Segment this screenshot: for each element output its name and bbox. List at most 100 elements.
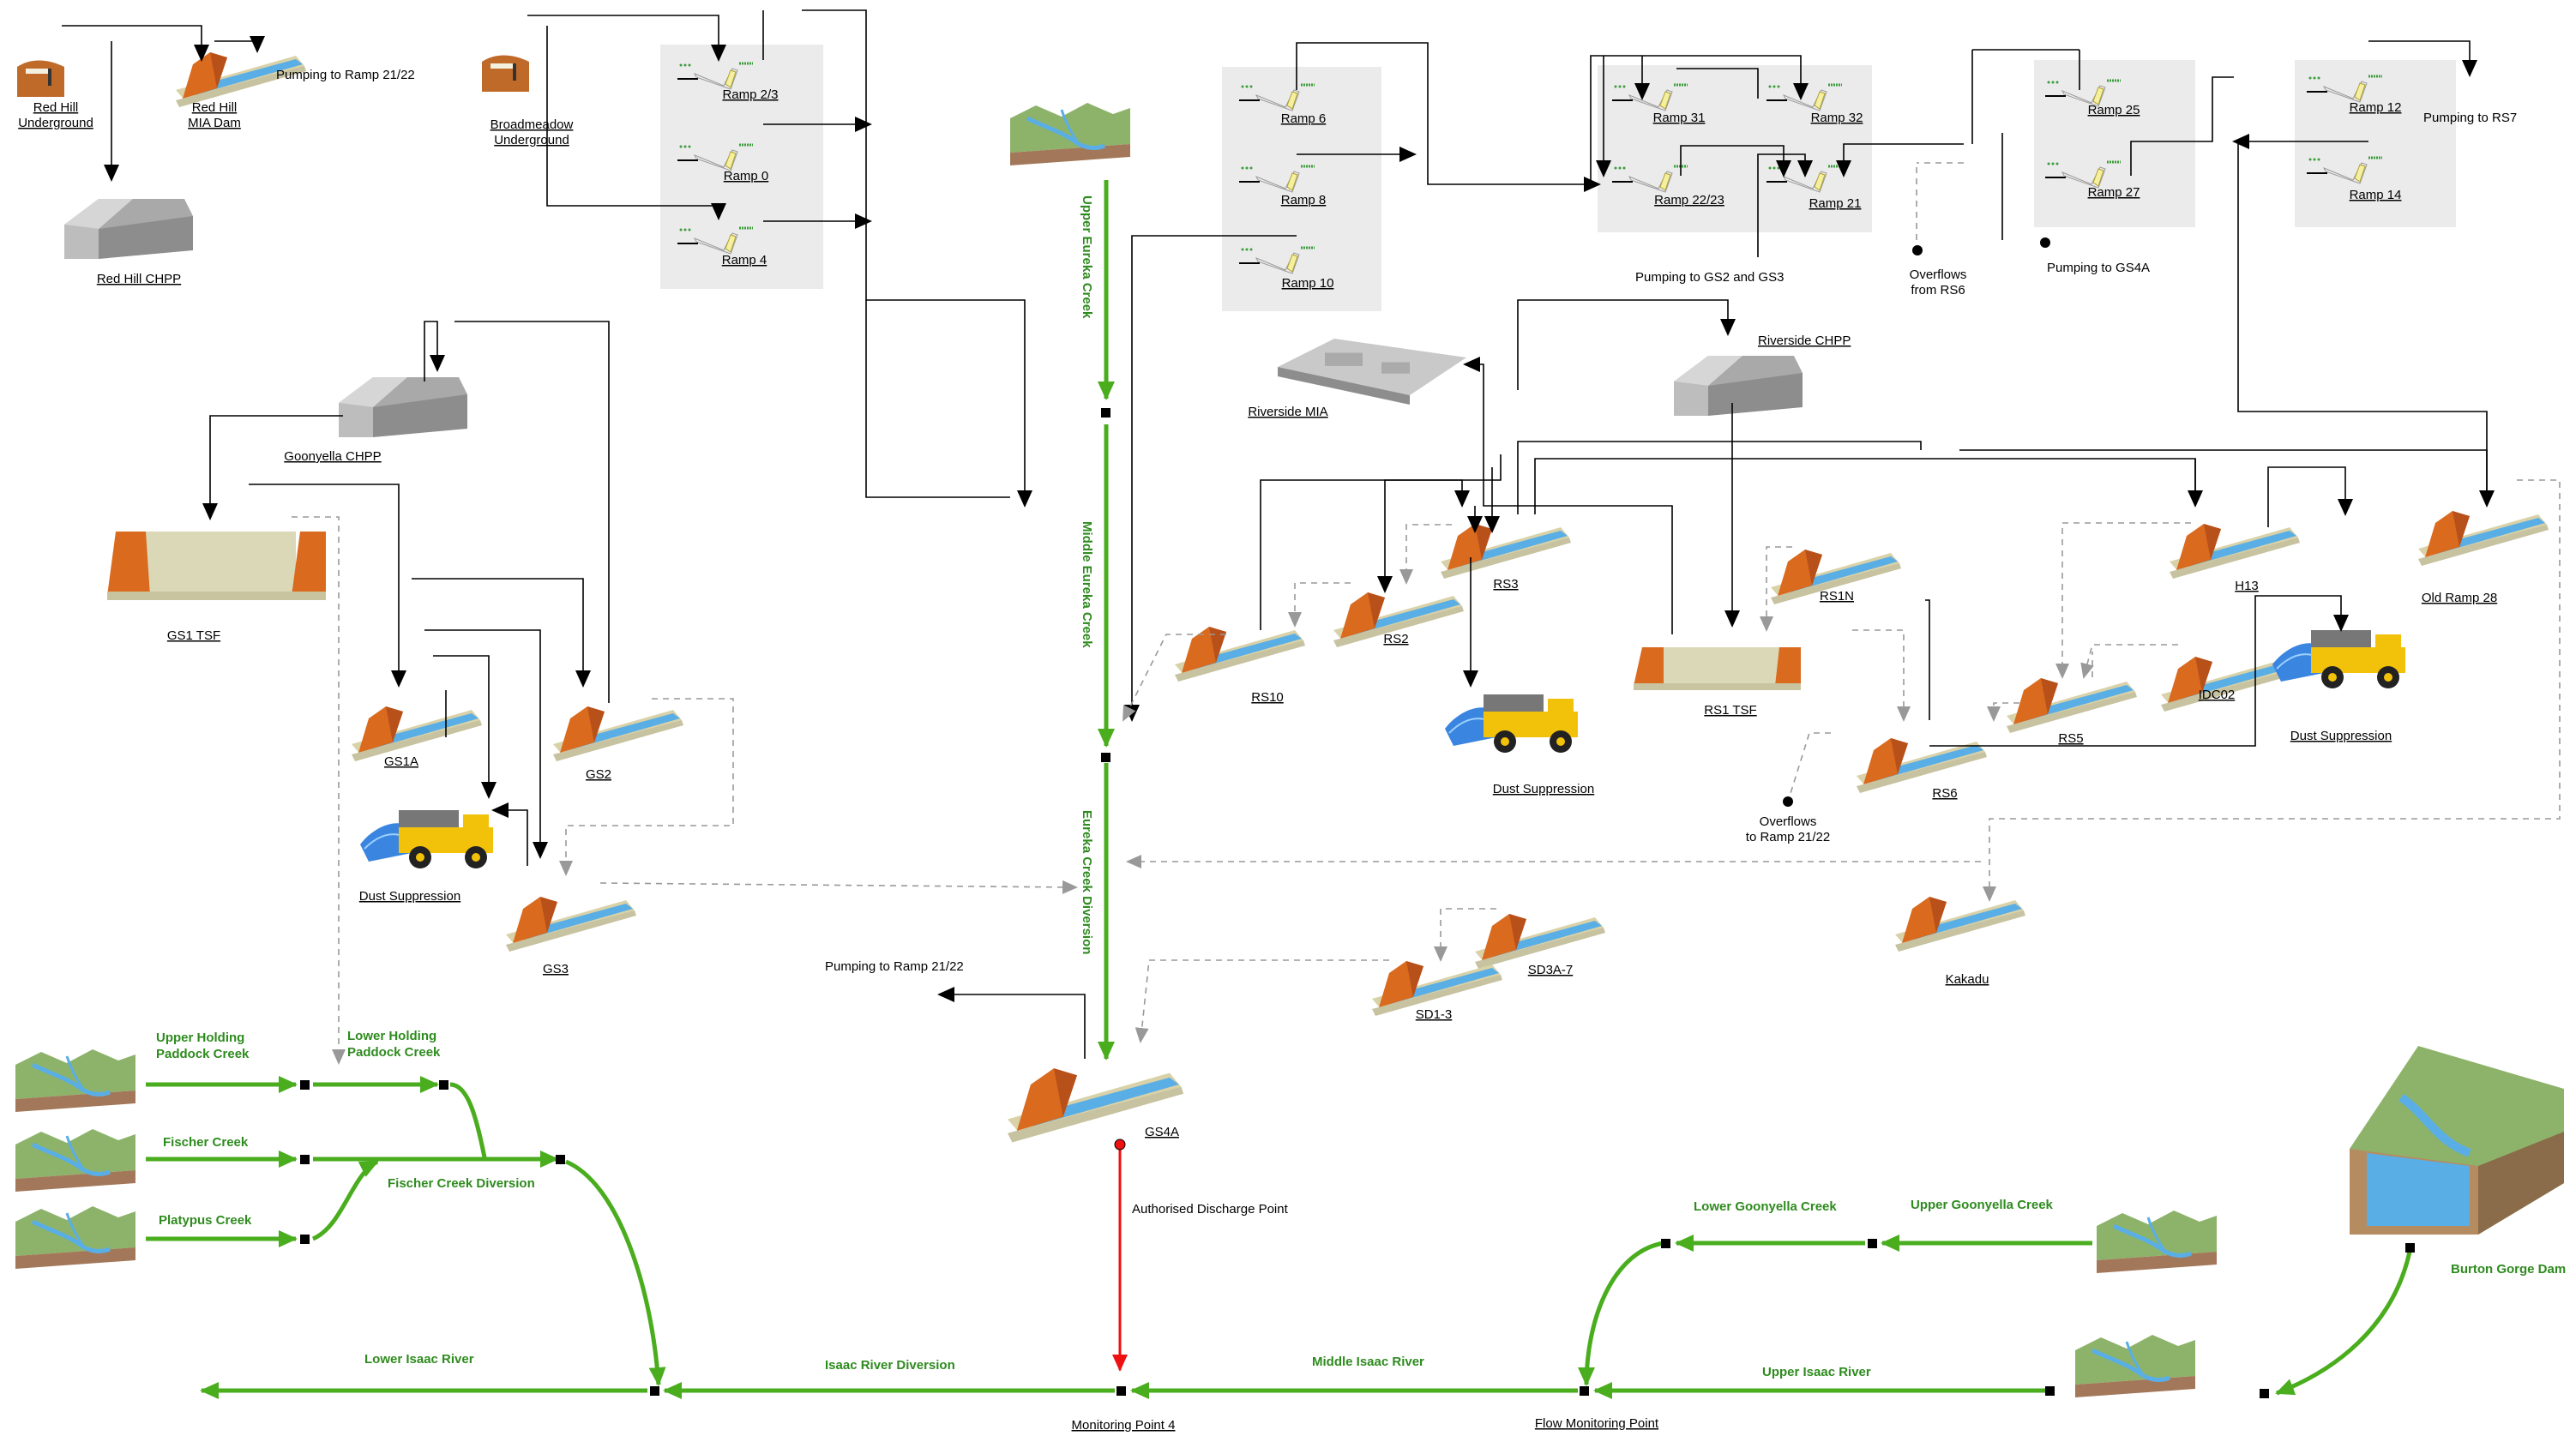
creek-landscape-icon: [1010, 103, 1130, 165]
dam-icon: [2418, 511, 2549, 566]
ramp-12-label: Ramp 12: [2350, 100, 2402, 115]
platypus-creek-label: Platypus Creek: [159, 1213, 252, 1228]
ramp-group-panel-4: [2034, 60, 2195, 227]
flow-monitoring-point-label: Flow Monitoring Point: [1535, 1416, 1659, 1431]
red-hill-chpp-label: Red Hill CHPP: [97, 272, 181, 286]
upper-goonyella-creek-label: Upper Goonyella Creek: [1911, 1198, 2054, 1212]
riverside-mia-label: Riverside MIA: [1248, 405, 1327, 419]
red-hill-mia-dam-label-1: Red Hill: [192, 100, 238, 115]
ramp-group-panel-1: [660, 45, 823, 289]
ramp-4-label: Ramp 4: [722, 253, 767, 267]
red-hill-underground-label-1: Red Hill: [33, 100, 79, 115]
discharge-point-marker: [1114, 1139, 1126, 1151]
ramp-10-label: Ramp 10: [1282, 276, 1334, 291]
authorised-discharge-label: Authorised Discharge Point: [1132, 1202, 1289, 1217]
dam-icon: [2170, 524, 2300, 579]
tsf-icon: [1634, 647, 1801, 690]
upper-holding-label-2: Paddock Creek: [156, 1047, 250, 1061]
underground-mine-icon: [482, 45, 529, 92]
red-hill-underground-label-2: Underground: [18, 116, 93, 130]
overflow-dashed-lines: [292, 162, 2561, 1065]
overflows-ramp-label-1: Overflows: [1760, 814, 1817, 829]
dam-icon: [352, 706, 482, 761]
ramp-14-label: Ramp 14: [2350, 188, 2402, 202]
pumping-gs2-gs3-label: Pumping to GS2 and GS3: [1635, 270, 1784, 285]
upper-holding-label-1: Upper Holding: [156, 1030, 244, 1045]
overflows-rs6-label-1: Overflows: [1910, 267, 1967, 282]
sd3a7-label: SD3A-7: [1528, 963, 1574, 977]
ramp-27-label: Ramp 27: [2088, 185, 2140, 200]
goonyella-chpp-label: Goonyella CHPP: [284, 449, 381, 464]
dam-icon: [1175, 627, 1305, 682]
ramp-group-panel-5: [2295, 60, 2456, 227]
rs5-label: RS5: [2058, 731, 2083, 746]
broadmeadow-label-2: Underground: [494, 133, 569, 147]
rs1-tsf-label: RS1 TSF: [1704, 703, 1756, 718]
broadmeadow-label-1: Broadmeadow: [491, 117, 574, 132]
riverside-chpp-label: Riverside CHPP: [1758, 333, 1851, 348]
ramp-25-label: Ramp 25: [2088, 103, 2140, 117]
haul-truck-icon: [2272, 629, 2406, 689]
creek-landscape-icon: [15, 1049, 135, 1112]
middle-isaac-river-label: Middle Isaac River: [1312, 1355, 1424, 1369]
dam-icon: [506, 897, 636, 952]
creek-landscape-icon: [15, 1206, 135, 1269]
lower-holding-label-2: Paddock Creek: [347, 1045, 441, 1060]
gs4a-label: GS4A: [1145, 1125, 1179, 1139]
junction-nodes: [300, 408, 2415, 1398]
burton-gorge-dam-label: Burton Gorge Dam: [2451, 1262, 2566, 1277]
dam-icon: [1475, 914, 1605, 969]
haul-truck-icon: [1444, 694, 1579, 754]
pumping-point-marker: [2040, 237, 2050, 248]
middle-eureka-creek-label: Middle Eureka Creek: [1080, 521, 1094, 648]
dam-icon: [2007, 678, 2137, 733]
overflow-point-marker: [1912, 245, 1923, 255]
ramp-31-label: Ramp 31: [1653, 111, 1706, 125]
tsf-icon: [107, 532, 326, 600]
rs3-label: RS3: [1493, 577, 1518, 592]
creek-flow-lines: [146, 180, 2412, 1399]
lower-holding-label-1: Lower Holding: [347, 1029, 436, 1043]
creek-landscape-icon: [2097, 1211, 2217, 1273]
gorge-dam-icon: [2350, 1046, 2564, 1235]
dam-icon: [1895, 897, 2025, 952]
pumping-ramp-2122-mid-label: Pumping to Ramp 21/22: [825, 959, 964, 974]
dam-icon: [553, 706, 683, 761]
ramp-8-label: Ramp 8: [1281, 193, 1327, 207]
dust-suppression-right-label: Dust Suppression: [2290, 729, 2392, 743]
ramp-6-label: Ramp 6: [1281, 111, 1327, 126]
labels: Red Hill Underground Red Hill MIA Dam Pu…: [18, 68, 2566, 1433]
rs1n-label: RS1N: [1820, 589, 1854, 604]
dust-suppression-mid-label: Dust Suppression: [1493, 782, 1594, 796]
chpp-building-icon: [1674, 356, 1803, 416]
h13-label: H13: [2235, 579, 2259, 593]
ramp-21-label: Ramp 21: [1809, 196, 1862, 211]
ramp-23-label: Ramp 2/3: [722, 87, 778, 102]
red-hill-mia-dam-label-2: MIA Dam: [188, 116, 241, 130]
gs2-label: GS2: [586, 767, 611, 782]
haul-truck-icon: [359, 809, 494, 869]
upper-eureka-creek-label: Upper Eureka Creek: [1080, 195, 1094, 319]
kakadu-label: Kakadu: [1946, 972, 1989, 987]
isaac-river-diversion-label: Isaac River Diversion: [825, 1358, 955, 1373]
ramp-32-label: Ramp 32: [1811, 111, 1863, 125]
dust-suppression-left-label: Dust Suppression: [359, 889, 460, 904]
underground-mine-icon: [17, 50, 64, 97]
rs10-label: RS10: [1251, 690, 1284, 705]
lower-isaac-river-label: Lower Isaac River: [364, 1352, 474, 1367]
ramp-group-panel-2: [1222, 67, 1381, 311]
pumping-gs4a-label: Pumping to GS4A: [2047, 261, 2150, 275]
fischer-creek-label: Fischer Creek: [163, 1135, 249, 1150]
dam-icon: [1441, 524, 1571, 579]
dam-icon: [2161, 657, 2291, 712]
overflows-ramp-label-2: to Ramp 21/22: [1746, 830, 1830, 844]
overflow-point-marker: [1783, 796, 1793, 807]
old-ramp-28-label: Old Ramp 28: [2422, 591, 2497, 605]
fischer-creek-diversion-label: Fischer Creek Diversion: [388, 1176, 535, 1191]
monitoring-point-4-label: Monitoring Point 4: [1072, 1418, 1176, 1433]
ramp-0-label: Ramp 0: [724, 169, 769, 183]
pumping-ramp-2122-top-label: Pumping to Ramp 21/22: [276, 68, 415, 82]
pumping-rs7-label: Pumping to RS7: [2423, 111, 2517, 125]
sd13-label: SD1-3: [1416, 1007, 1453, 1022]
